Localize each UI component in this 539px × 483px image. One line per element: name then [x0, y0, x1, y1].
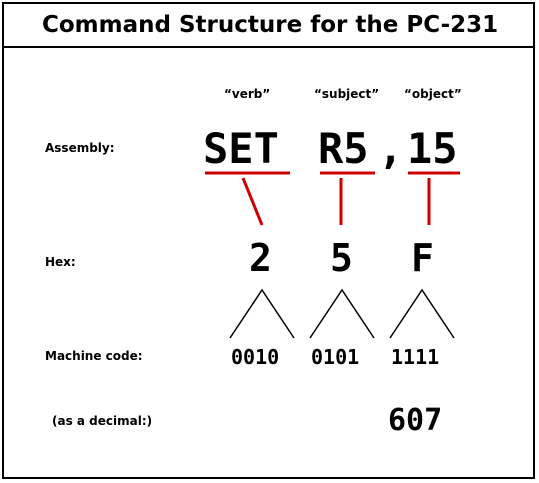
assembly-comma: , [378, 124, 404, 173]
machine-code-object: 1111 [391, 345, 440, 369]
machine-code-subject: 0101 [311, 345, 360, 369]
column-head-subject: “subject” [314, 87, 380, 101]
hex-object: F [411, 236, 434, 280]
row-label-hex: Hex: [45, 255, 76, 269]
assembly-object: 15 [407, 124, 458, 173]
connector-verb [241, 177, 264, 226]
tent-object [389, 288, 455, 339]
tent-subject [309, 288, 375, 339]
hex-verb: 2 [249, 236, 272, 280]
tent-verb [229, 288, 295, 339]
decimal-value: 607 [388, 403, 443, 438]
machine-code-verb: 0010 [231, 345, 280, 369]
assembly-subject: R5 [318, 124, 369, 173]
diagram-frame [2, 2, 535, 479]
row-label-assembly: Assembly: [45, 141, 115, 155]
column-head-verb: “verb” [224, 87, 271, 101]
page-title: Command Structure for the PC-231 [42, 12, 499, 38]
assembly-verb: SET [203, 124, 279, 173]
hex-subject: 5 [330, 236, 353, 280]
column-head-object: “object” [404, 87, 462, 101]
row-label-machine-code: Machine code: [45, 349, 143, 363]
row-label-decimal: (as a decimal:) [52, 414, 153, 428]
title-bar: Command Structure for the PC-231 [2, 2, 535, 48]
